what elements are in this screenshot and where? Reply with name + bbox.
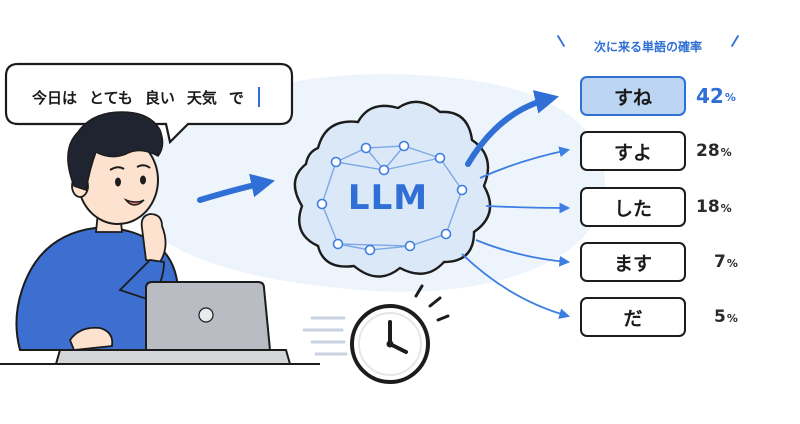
person-illustration bbox=[15, 111, 180, 351]
candidate-token: すよ bbox=[613, 141, 652, 164]
output-arrow-2 bbox=[479, 146, 571, 179]
prompt-token: で bbox=[228, 88, 244, 107]
model-label: LLM bbox=[347, 178, 429, 218]
prompt-token: 天気 bbox=[186, 88, 217, 107]
probability-unit: % bbox=[726, 312, 738, 325]
prompt-token: 良い bbox=[144, 88, 175, 107]
candidate-probability: 18% bbox=[696, 187, 776, 227]
candidate-box: すよ bbox=[580, 131, 686, 171]
output-arrow-3 bbox=[485, 202, 571, 214]
laptop-icon bbox=[0, 281, 320, 365]
probability-unit: % bbox=[720, 202, 732, 215]
probability-value: 18 bbox=[696, 197, 720, 217]
prompt-text: 今日は とても 良い 天気 で bbox=[32, 82, 282, 112]
probability-value: 7 bbox=[714, 252, 726, 272]
candidate-token: だ bbox=[623, 307, 643, 330]
input-arrow bbox=[197, 173, 276, 203]
candidate-box: だ bbox=[580, 297, 686, 337]
probability-value: 28 bbox=[696, 141, 720, 161]
candidate-probability: 5% bbox=[696, 297, 794, 337]
clock-icon bbox=[302, 284, 450, 384]
output-arrow-top bbox=[465, 90, 560, 167]
candidate-token: すね bbox=[613, 86, 652, 109]
candidate-probability: 42% bbox=[696, 76, 776, 116]
output-arrow-4 bbox=[475, 239, 571, 267]
probability-unit: % bbox=[720, 146, 732, 159]
brain-network-icon bbox=[293, 100, 492, 278]
probability-value: 5 bbox=[714, 307, 726, 327]
candidate-box: した bbox=[580, 187, 686, 227]
person-hair bbox=[67, 111, 164, 191]
candidate-box: すね bbox=[580, 76, 686, 116]
candidate-token: した bbox=[613, 197, 652, 220]
prediction-heading: 次に来る単語の確率 bbox=[593, 40, 702, 54]
probability-unit: % bbox=[726, 257, 738, 270]
probability-unit: % bbox=[724, 91, 736, 104]
candidate-probability: 28% bbox=[696, 131, 776, 171]
prompt-token: とても bbox=[89, 88, 133, 107]
speech-bubble bbox=[4, 62, 294, 145]
candidate-box: ます bbox=[580, 242, 686, 282]
candidate-probability: 7% bbox=[696, 242, 794, 282]
person-hand bbox=[140, 213, 167, 263]
probability-value: 42 bbox=[696, 84, 724, 108]
text-cursor bbox=[257, 87, 260, 107]
output-arrow-5 bbox=[461, 253, 571, 319]
prompt-token: 今日は bbox=[32, 88, 78, 107]
candidate-token: ます bbox=[613, 252, 652, 275]
